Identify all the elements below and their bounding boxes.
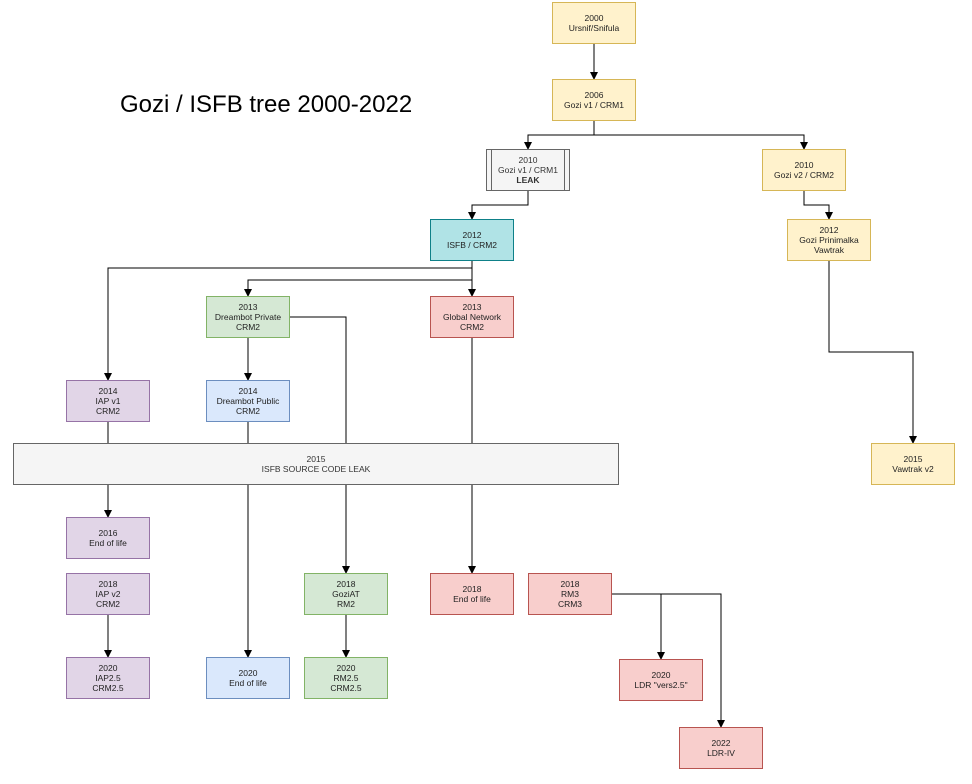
edge-dream-goziat bbox=[290, 316, 350, 574]
node-extra: CRM2 bbox=[459, 322, 485, 332]
node-label: GoziAT bbox=[332, 589, 360, 599]
node-year: 2013 bbox=[462, 302, 482, 312]
node-2020-rm25: 2020 RM2.5 CRM2.5 bbox=[304, 657, 388, 699]
node-2020-end-of-life: 2020 End of life bbox=[206, 657, 290, 699]
diagram-title: Gozi / ISFB tree 2000-2022 bbox=[120, 91, 413, 118]
process-bar-left bbox=[491, 150, 496, 190]
node-2013-dreambot-private: 2013 Dreambot Private CRM2 bbox=[206, 296, 290, 338]
node-label: Ursnif/Snifula bbox=[568, 23, 620, 33]
node-2012-prinimalka: 2012 Gozi Prinimalka Vawtrak bbox=[787, 219, 871, 261]
edge-isfb-dream bbox=[244, 261, 473, 297]
node-2015-source-leak: 2015 ISFB SOURCE CODE LEAK bbox=[13, 443, 619, 485]
node-2010-gozi-leak: 2010 Gozi v1 / CRM1 LEAK bbox=[486, 149, 570, 191]
node-label: LDR-IV bbox=[707, 748, 735, 758]
node-2014-iap-v1: 2014 IAP v1 CRM2 bbox=[66, 380, 150, 422]
node-2022-ldr-iv: 2022 LDR-IV bbox=[679, 727, 763, 769]
node-2013-global-network: 2013 Global Network CRM2 bbox=[430, 296, 514, 338]
node-2020-iap25: 2020 IAP2.5 CRM2.5 bbox=[66, 657, 150, 699]
node-extra: CRM2 bbox=[235, 322, 261, 332]
edge-2006-2010leak bbox=[524, 121, 595, 150]
process-bar-right bbox=[560, 150, 565, 190]
node-year: 2015 bbox=[903, 454, 923, 464]
node-2020-ldr-vers25: 2020 LDR "vers2.5" bbox=[619, 659, 703, 701]
node-2015-vawtrak-v2: 2015 Vawtrak v2 bbox=[871, 443, 955, 485]
node-label: ISFB SOURCE CODE LEAK bbox=[261, 464, 371, 474]
node-extra: RM2 bbox=[337, 599, 355, 609]
node-year: 2020 bbox=[98, 663, 118, 673]
node-label: Vawtrak v2 bbox=[892, 464, 934, 474]
node-year: 2020 bbox=[336, 663, 356, 673]
node-label: Gozi v1 / CRM1 bbox=[498, 165, 558, 175]
node-label: LDR "vers2.5" bbox=[634, 680, 688, 690]
node-year: 2014 bbox=[238, 386, 258, 396]
node-2018-end-of-life: 2018 End of life bbox=[430, 573, 514, 615]
node-label: Dreambot Public bbox=[216, 396, 280, 406]
node-2014-dreambot-public: 2014 Dreambot Public CRM2 bbox=[206, 380, 290, 422]
node-label: End of life bbox=[229, 678, 267, 688]
node-label: Global Network bbox=[442, 312, 502, 322]
edge-prin-vaw bbox=[828, 261, 917, 444]
node-year: 2018 bbox=[98, 579, 118, 589]
node-extra: Vawtrak bbox=[813, 245, 845, 255]
node-extra: CRM3 bbox=[557, 599, 583, 609]
node-label: Gozi Prinimalka bbox=[799, 235, 859, 245]
node-2018-goziat: 2018 GoziAT RM2 bbox=[304, 573, 388, 615]
node-extra: CRM2.5 bbox=[92, 683, 124, 693]
node-label: Gozi v1 / CRM1 bbox=[564, 100, 624, 110]
node-extra: CRM2 bbox=[95, 599, 121, 609]
edge-2010v2-2012prin bbox=[803, 191, 833, 220]
node-year: 2000 bbox=[584, 13, 604, 23]
node-year: 2010 bbox=[794, 160, 814, 170]
node-year: 2018 bbox=[462, 584, 482, 594]
node-label: IAP2.5 bbox=[95, 673, 121, 683]
node-year: 2012 bbox=[462, 230, 482, 240]
node-year: 2020 bbox=[238, 668, 258, 678]
node-label: End of life bbox=[89, 538, 127, 548]
node-2010-gozi-v2: 2010 Gozi v2 / CRM2 bbox=[762, 149, 846, 191]
node-year: 2006 bbox=[584, 90, 604, 100]
node-label: Gozi v2 / CRM2 bbox=[774, 170, 834, 180]
node-year: 2018 bbox=[560, 579, 580, 589]
node-year: 2022 bbox=[711, 738, 731, 748]
node-2012-isfb: 2012 ISFB / CRM2 bbox=[430, 219, 514, 261]
edge-isfb-iap bbox=[104, 261, 473, 381]
node-extra: CRM2.5 bbox=[330, 683, 362, 693]
node-2018-rm3: 2018 RM3 CRM3 bbox=[528, 573, 612, 615]
edge-rm3-ldriv bbox=[612, 593, 725, 728]
edge-2006-2010v2 bbox=[593, 121, 808, 150]
node-label: End of life bbox=[453, 594, 491, 604]
node-year: 2010 bbox=[518, 155, 538, 165]
node-year: 2014 bbox=[98, 386, 118, 396]
node-label: IAP v1 bbox=[95, 396, 121, 406]
node-year: 2015 bbox=[306, 454, 326, 464]
node-year: 2016 bbox=[98, 528, 118, 538]
node-label: RM3 bbox=[561, 589, 579, 599]
edge-2010leak-2012isfb bbox=[468, 191, 529, 220]
node-year: 2020 bbox=[651, 670, 671, 680]
node-year: 2012 bbox=[819, 225, 839, 235]
node-year: 2013 bbox=[238, 302, 258, 312]
node-2018-iap-v2: 2018 IAP v2 CRM2 bbox=[66, 573, 150, 615]
node-label: Dreambot Private bbox=[214, 312, 282, 322]
node-extra: LEAK bbox=[516, 175, 540, 185]
node-label: IAP v2 bbox=[95, 589, 121, 599]
node-2016-end-of-life: 2016 End of life bbox=[66, 517, 150, 559]
node-year: 2018 bbox=[336, 579, 356, 589]
node-2006-gozi-v1: 2006 Gozi v1 / CRM1 bbox=[552, 79, 636, 121]
node-2000-ursnif: 2000 Ursnif/Snifula bbox=[552, 2, 636, 44]
node-label: RM2.5 bbox=[333, 673, 359, 683]
node-extra: CRM2 bbox=[95, 406, 121, 416]
node-label: ISFB / CRM2 bbox=[446, 240, 498, 250]
node-extra: CRM2 bbox=[235, 406, 261, 416]
edge-rm3-ldr25 bbox=[612, 593, 665, 660]
